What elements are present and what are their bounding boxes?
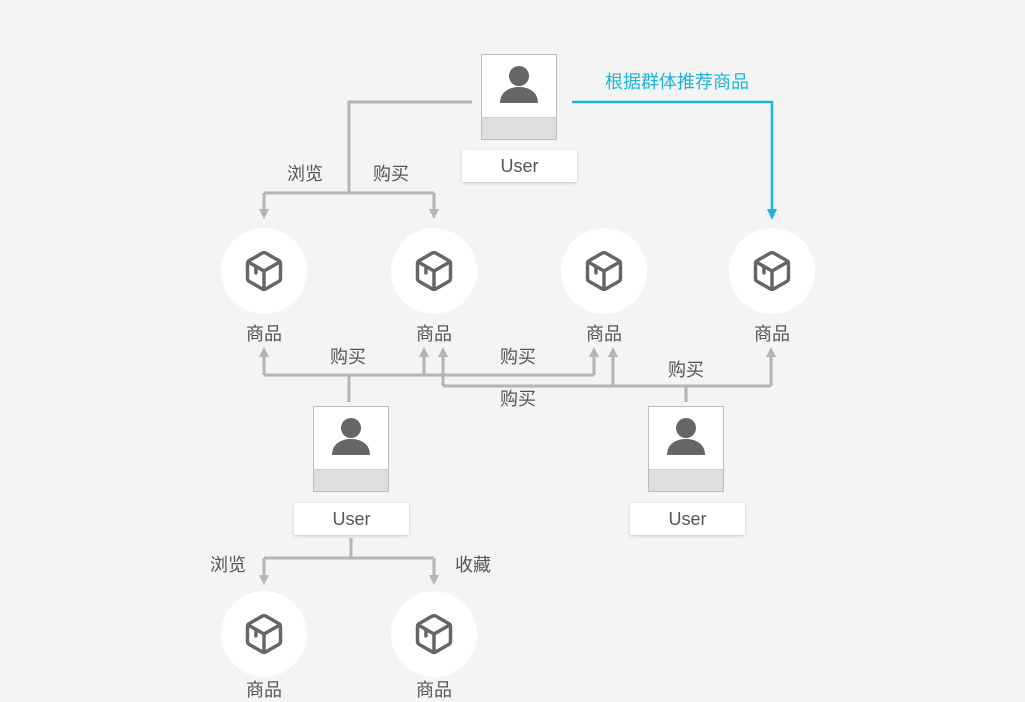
product-node-1 — [221, 228, 307, 314]
user-icon-body — [332, 439, 370, 455]
arrowhead-bl-buy-3 — [589, 347, 599, 357]
arrowhead-top-user-buy — [429, 209, 439, 219]
user-icon — [332, 418, 370, 455]
top-user-label: User — [462, 150, 577, 182]
bottom-left-user-collect-label: 收藏 — [455, 555, 491, 576]
avatar-strip — [482, 117, 556, 139]
package-icon-outline — [245, 613, 283, 655]
top-user-connector-trunk — [347, 100, 472, 193]
arrowhead-bl-buy-1 — [259, 347, 269, 357]
package-icon — [245, 613, 283, 655]
product-label-1: 商品 — [246, 324, 282, 345]
package-icon-outline — [753, 250, 791, 292]
package-icon-outline — [415, 250, 453, 292]
arrowhead-br-buy-1 — [438, 347, 448, 357]
package-icon-outline — [585, 250, 623, 292]
user-icon-head — [676, 418, 696, 438]
user-icon — [500, 66, 538, 103]
top-user-connector-branch — [262, 191, 436, 210]
recommend-connector — [572, 100, 774, 210]
arrowhead-bl-browse — [259, 575, 269, 585]
top-user-browse-label: 浏览 — [287, 164, 323, 185]
package-icon — [585, 250, 623, 292]
package-icon — [753, 250, 791, 292]
arrowhead-recommend — [767, 209, 777, 220]
bottom-right-user-buy-label-2: 购买 — [500, 389, 536, 410]
user-icon — [667, 418, 705, 455]
package-icon-outline — [245, 250, 283, 292]
bottom-right-user-buy-connector — [441, 356, 773, 402]
product-label-2: 商品 — [416, 324, 452, 345]
bottom-left-user-avatar — [313, 406, 389, 492]
user-icon-body — [667, 439, 705, 455]
bottom-left-user-buy-label-1: 购买 — [330, 347, 366, 368]
product-node-5 — [221, 591, 307, 677]
arrowhead-br-buy-3 — [766, 347, 776, 357]
arrowhead-br-buy-2 — [608, 347, 618, 357]
product-label-6: 商品 — [416, 680, 452, 701]
product-node-3 — [561, 228, 647, 314]
user-icon-head — [341, 418, 361, 438]
bottom-left-user-buy-connector — [262, 356, 596, 402]
avatar-strip — [649, 469, 723, 491]
top-user-buy-label: 购买 — [373, 164, 409, 185]
package-icon-outline — [415, 613, 453, 655]
bottom-left-user-lower-connector — [262, 538, 436, 576]
product-label-3: 商品 — [586, 324, 622, 345]
bottom-right-user-avatar — [648, 406, 724, 492]
arrowhead-top-user-browse — [259, 209, 269, 219]
product-label-4: 商品 — [754, 324, 790, 345]
bottom-left-user-browse-label: 浏览 — [210, 555, 246, 576]
user-icon-head — [509, 66, 529, 86]
bottom-right-user-label: User — [630, 503, 745, 535]
product-node-2 — [391, 228, 477, 314]
bottom-left-user-buy-label-2: 购买 — [500, 347, 536, 368]
arrowhead-bl-buy-2 — [419, 347, 429, 357]
product-node-6 — [391, 591, 477, 677]
product-label-5: 商品 — [246, 680, 282, 701]
package-icon — [415, 250, 453, 292]
avatar-strip — [314, 469, 388, 491]
bottom-right-user-buy-label-1: 购买 — [668, 360, 704, 381]
package-icon — [415, 613, 453, 655]
arrowhead-bl-collect — [429, 575, 439, 585]
product-node-4 — [729, 228, 815, 314]
top-user-avatar — [481, 54, 557, 140]
user-icon-body — [500, 87, 538, 103]
bottom-left-user-label: User — [294, 503, 409, 535]
recommend-label: 根据群体推荐商品 — [605, 72, 749, 93]
package-icon — [245, 250, 283, 292]
